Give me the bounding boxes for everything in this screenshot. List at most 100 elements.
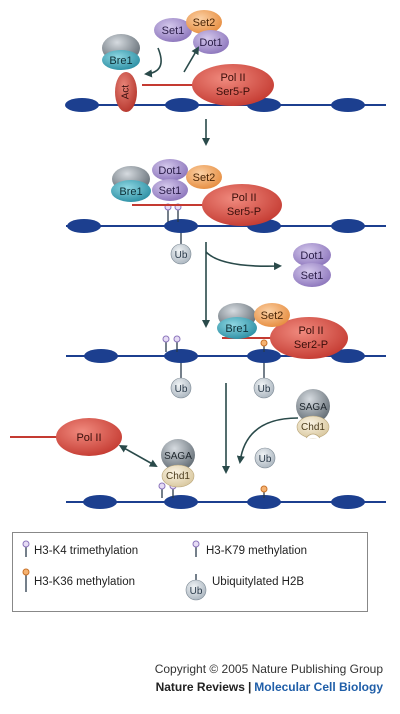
bre1-label: Bre1 bbox=[225, 323, 248, 335]
nucleosome bbox=[331, 495, 365, 509]
set2-label: Set2 bbox=[193, 172, 216, 184]
ub-h2b bbox=[254, 447, 276, 469]
chd1-label: Chd1 bbox=[166, 471, 190, 482]
nucleosome bbox=[331, 98, 365, 112]
set1-label: Set1 bbox=[301, 270, 324, 282]
set1-label: Set1 bbox=[162, 25, 185, 37]
nucleosome bbox=[164, 219, 198, 233]
dot1-protein bbox=[293, 243, 331, 267]
panel-3: Ub Ub Pol II Ser2-P Bre1 Set2 bbox=[66, 303, 386, 399]
chromodomain-pocket bbox=[305, 433, 321, 439]
nucleosome bbox=[67, 219, 101, 233]
journal-brand: Nature Reviews|Molecular Cell Biology bbox=[156, 680, 383, 694]
ub-label: Ub bbox=[175, 384, 188, 395]
set2-protein bbox=[186, 10, 222, 34]
ub-h2b bbox=[170, 243, 192, 265]
ser5p-label: Ser5-P bbox=[216, 86, 250, 98]
pol2-complex bbox=[270, 317, 348, 359]
pol2-label: Pol II bbox=[76, 432, 101, 444]
set1-protein bbox=[154, 18, 192, 42]
panel-1: Act Bre1 Pol II Ser5-P Set1 Set2 Dot1 bbox=[65, 10, 386, 112]
ub-label: Ub bbox=[259, 454, 272, 465]
dot1-protein bbox=[193, 30, 229, 54]
pol2-complex bbox=[192, 64, 274, 106]
ub-h2b bbox=[253, 377, 275, 399]
bre1-label: Bre1 bbox=[109, 55, 132, 67]
saga-label: SAGA bbox=[164, 451, 192, 462]
set1-protein bbox=[293, 263, 331, 287]
h3k4-trimethylation-mark bbox=[158, 482, 166, 490]
ser5p-label: Ser5-P bbox=[227, 206, 261, 218]
recruit-arrow-bre1 bbox=[144, 47, 162, 78]
dot1-label: Dot1 bbox=[300, 250, 323, 262]
h3k4-trimethylation-mark bbox=[173, 335, 181, 343]
legend-ubh2b-text: Ubiquitylated H2B bbox=[212, 576, 305, 588]
legend-k4-text: H3-K4 trimethylation bbox=[34, 545, 139, 557]
nucleosome bbox=[164, 495, 198, 509]
pol2-label: Pol II bbox=[231, 192, 256, 204]
pol2-label: Pol II bbox=[220, 72, 245, 84]
saga-chd1-recruit-arrow bbox=[236, 417, 299, 464]
saga-complex bbox=[296, 389, 330, 423]
dot1-label: Dot1 bbox=[199, 37, 222, 49]
h3k36-methylation-mark bbox=[260, 485, 268, 493]
set2-label: Set2 bbox=[193, 17, 216, 29]
set2-label: Set2 bbox=[261, 310, 284, 322]
h3k4-trimethylation-mark bbox=[162, 335, 170, 343]
act-activator bbox=[115, 72, 137, 112]
legend-ub-label: Ub bbox=[190, 586, 203, 597]
set2-protein bbox=[186, 165, 222, 189]
legend-k36-mark bbox=[22, 568, 30, 576]
nucleosome bbox=[331, 219, 365, 233]
saga-chd1-complex: SAGA Chd1 bbox=[296, 389, 330, 439]
released-set1-dot1: Dot1 Set1 bbox=[293, 243, 331, 287]
nucleosome bbox=[164, 349, 198, 363]
saga-label: SAGA bbox=[299, 402, 327, 413]
nucleosome bbox=[83, 495, 117, 509]
legend-ub-mark bbox=[185, 579, 207, 601]
legend-k79-text: H3-K79 methylation bbox=[206, 545, 307, 557]
panel-4: SAGA Chd1 Pol II bbox=[10, 418, 386, 509]
set2-protein bbox=[254, 303, 290, 327]
pol2-label: Pol II bbox=[298, 325, 323, 337]
h3k36-methylation-mark bbox=[260, 339, 268, 347]
legend-k4-mark bbox=[22, 540, 30, 548]
release-arrow bbox=[205, 251, 282, 271]
chd1-protein bbox=[161, 464, 195, 488]
dot1-protein bbox=[152, 159, 188, 181]
nucleosome bbox=[65, 98, 99, 112]
ub-label: Ub bbox=[175, 250, 188, 261]
exchange-arrow bbox=[118, 445, 158, 467]
copyright-notice: Copyright © 2005 Nature Publishing Group bbox=[154, 662, 383, 676]
legend-k36-text: H3-K36 methylation bbox=[34, 576, 135, 588]
free-ub: Ub bbox=[254, 447, 276, 469]
nucleosome bbox=[84, 349, 118, 363]
set1-protein bbox=[152, 179, 188, 201]
nucleosome bbox=[247, 495, 281, 509]
panel-2: Ub Pol II Ser5-P Bre1 Dot1 Set1 Set2 bbox=[66, 159, 386, 265]
nucleosome bbox=[247, 349, 281, 363]
brand-separator: | bbox=[247, 680, 252, 694]
nucleosome bbox=[165, 98, 199, 112]
ub-h2b bbox=[170, 377, 192, 399]
legend-box bbox=[12, 532, 368, 612]
chd1-label: Chd1 bbox=[301, 422, 325, 433]
recruit-arrow-up bbox=[183, 46, 200, 73]
legend-k79-mark bbox=[192, 540, 200, 548]
bre1-protein bbox=[217, 317, 257, 339]
set1-label: Set1 bbox=[159, 185, 182, 197]
ser2p-label: Ser2-P bbox=[294, 339, 328, 351]
legend-marks: Ub bbox=[22, 540, 207, 601]
bre1-label: Bre1 bbox=[119, 186, 142, 198]
bre1-protein bbox=[102, 50, 140, 70]
journal-section: Molecular Cell Biology bbox=[254, 680, 383, 694]
journal-name: Nature Reviews bbox=[155, 680, 245, 694]
pol2-complex bbox=[202, 184, 282, 226]
bre1-protein bbox=[111, 180, 151, 202]
dot1-label: Dot1 bbox=[158, 165, 181, 177]
ub-label: Ub bbox=[258, 384, 271, 395]
saga-complex bbox=[161, 439, 195, 471]
act-label: Act bbox=[121, 85, 132, 100]
nucleosome bbox=[331, 349, 365, 363]
